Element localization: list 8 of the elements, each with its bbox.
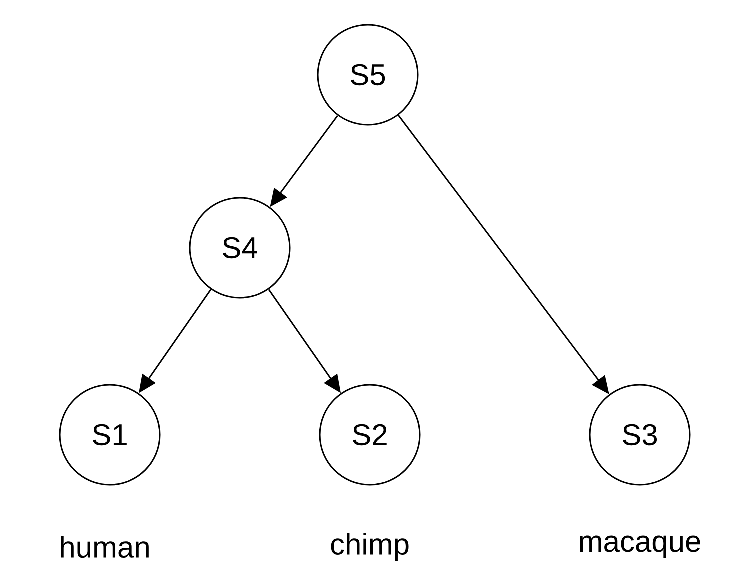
circle-node: S5: [317, 24, 419, 126]
circle-node: S1: [59, 384, 161, 486]
species-label: macaque: [580, 536, 700, 558]
species-label: chimp: [331, 533, 409, 561]
circle-node: S3: [589, 384, 691, 486]
circle-node: S4: [189, 197, 291, 299]
circle-node: S2: [319, 384, 421, 486]
species-label: human: [61, 536, 149, 558]
